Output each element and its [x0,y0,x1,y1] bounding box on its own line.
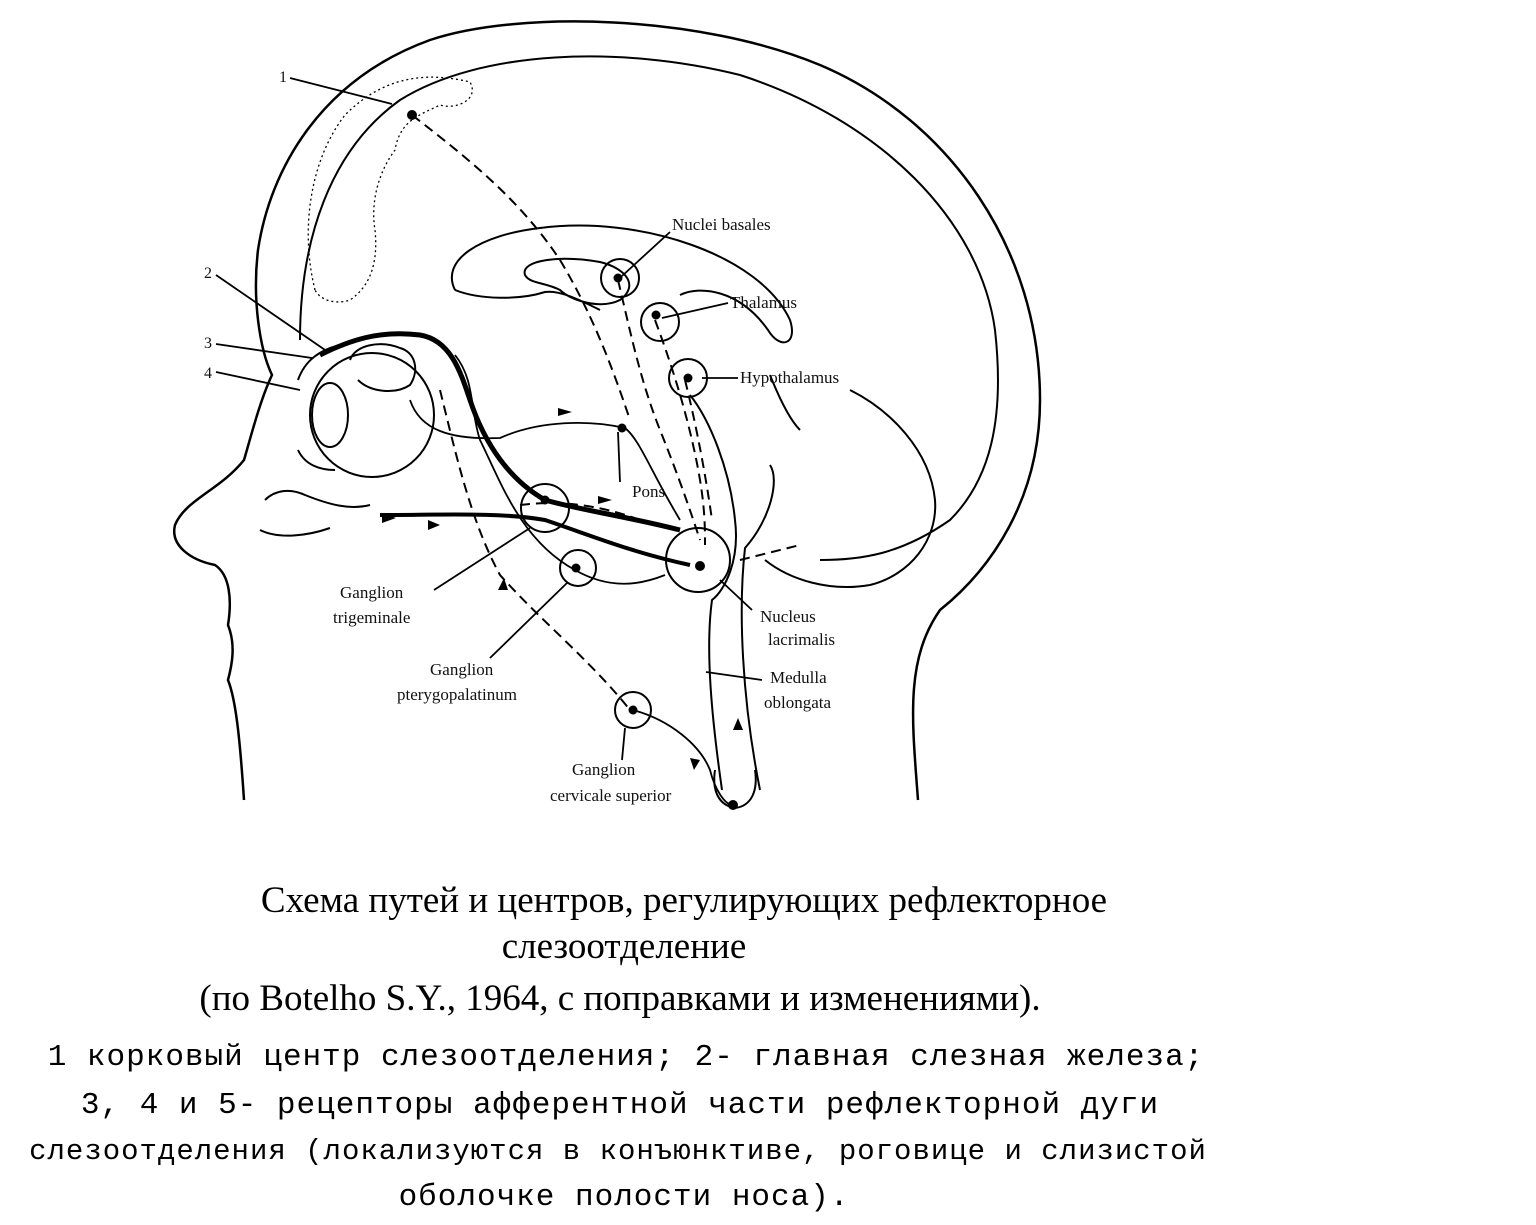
caption-title-line-1: Схема путей и центров, регулирующих рефл… [260,880,1108,921]
nucleus-basales-circle [600,258,640,298]
caption-legend-line-1: 1 корковый центр слезоотделения; 2- глав… [47,1040,1205,1075]
facial-nerve-pathway [409,354,681,585]
label-ganglion-trigeminale-1: Ganglion [340,583,404,602]
direction-arrows [382,408,743,770]
head-outline [172,20,1042,801]
label-ganglion-cervicale-1: Ganglion [572,760,636,779]
caption-legend-line-3: слезоотделения (локализуются в конъюнкти… [29,1135,1207,1168]
label-nuclei-basales: Nuclei basales [672,215,771,234]
corpus-callosum [450,224,793,344]
dashed-pathways [411,114,801,711]
ventricle-outline [454,257,631,311]
cortex-region [307,76,473,303]
leader-lines [215,77,763,761]
cerebellum-outline [764,374,937,588]
callout-4: 4 [204,365,212,382]
callout-3: 3 [204,335,212,352]
callout-2: 2 [204,265,212,282]
label-thalamus: Thalamus [730,293,797,312]
lacrimation-pathways-diagram: 1 2 3 4 Nuclei basales Thalamus Hypothal… [172,20,1042,810]
caption-legend-line-2: 3, 4 и 5- рецепторы афферентной части ре… [80,1088,1160,1123]
brainstem-outline [689,394,775,791]
caption-title-line-2: слезоотделение [501,926,747,967]
caption-legend-line-4: оболочке полости носа). [398,1180,850,1215]
cortex-center-dot [407,110,417,120]
thalamus-circle [640,302,680,342]
label-ganglion-trigeminale-2: trigeminale [333,608,410,627]
eyelids [297,344,341,471]
caption-title-line-3: (по Botelho S.Y., 1964, с поправками и и… [199,978,1041,1019]
label-ganglion-pterygopalatinum-1: Ganglion [430,660,494,679]
efferent-pathway-main [318,331,681,533]
label-nucleus-lacrimalis-2: lacrimalis [768,630,835,649]
label-hypothalamus: Hypothalamus [740,368,839,387]
label-medulla-oblongata-2: oblongata [764,693,831,712]
lens [311,382,349,448]
skull-inner-outline [299,55,999,561]
label-medulla-oblongata-1: Medulla [770,668,827,687]
lacrimal-gland [349,343,417,392]
label-nucleus-lacrimalis-1: Nucleus [760,607,816,626]
callout-1: 1 [279,69,287,86]
label-pons: Pons [632,482,665,501]
nucleus-lacrimalis-circle [665,527,731,593]
pons-dot [617,423,627,433]
label-ganglion-pterygopalatinum-2: pterygopalatinum [397,685,517,704]
ganglion-trigeminale-circle [520,483,570,533]
ganglion-pterygopalatinum-circle [559,549,597,587]
nasal-afferent-pathway [379,512,691,567]
eyeball [309,352,435,478]
sympathetic-pathway [632,709,734,806]
nasal-mucosa [259,489,371,537]
label-ganglion-cervicale-2: cervicale superior [550,786,672,805]
hypothalamus-circle [668,358,708,398]
